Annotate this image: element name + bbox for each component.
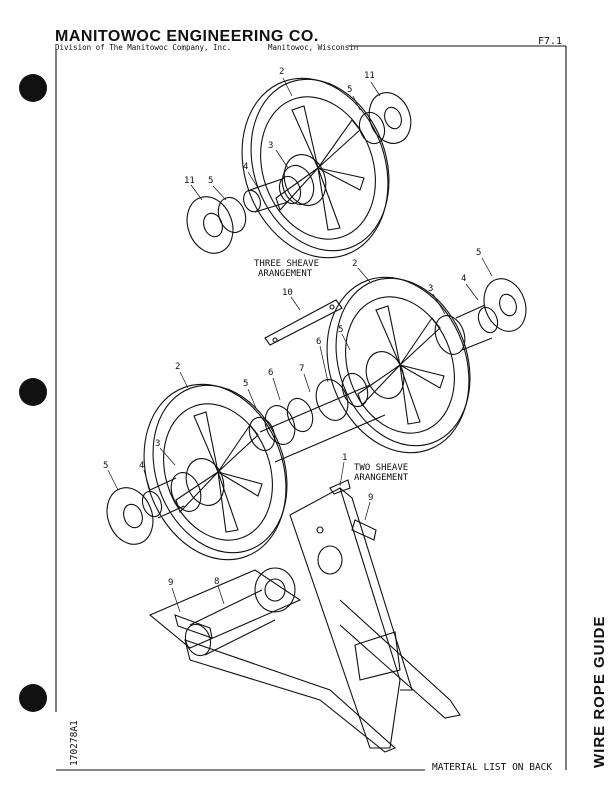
arrangement-captions: THREE SHEAVE ARANGEMENT TWO SHEAVE ARANG… (254, 259, 409, 483)
callout-5-three-right: 5 (347, 85, 352, 95)
callout-9-right: 9 (368, 493, 373, 503)
callout-5-three-left: 5 (208, 176, 213, 186)
callout-leaders (107, 77, 493, 613)
callout-9-left: 9 (168, 578, 173, 588)
city-line: Manitowoc, Wisconsin (268, 43, 359, 52)
caption-two-sheave-line2: ARANGEMENT (354, 473, 409, 483)
callout-3-two-left: 3 (155, 439, 160, 449)
callout-5-two-far-left: 5 (103, 461, 108, 471)
callout-6-two-left: 6 (268, 368, 273, 378)
caption-three-sheave-line1: THREE SHEAVE (254, 259, 319, 269)
binder-hole-bottom (19, 684, 47, 712)
callout-numbers: 2 5 11 3 4 5 11 2 5 4 3 10 5 6 2 5 6 7 3… (103, 67, 481, 588)
bracket-part-10 (264, 299, 343, 346)
callout-6-two-mid: 6 (316, 337, 321, 347)
callout-4-two-right: 4 (461, 274, 466, 284)
page-frame (55, 45, 567, 771)
callout-10: 10 (282, 288, 293, 298)
page-number: F7.1 (538, 36, 563, 47)
material-list-note: MATERIAL LIST ON BACK (432, 762, 553, 773)
callout-2-two-right: 2 (352, 259, 357, 269)
callout-11-three-right: 11 (364, 71, 375, 81)
binder-hole-middle (19, 378, 47, 406)
caption-three-sheave-line2: ARANGEMENT (258, 269, 313, 279)
binder-hole-top (19, 74, 47, 102)
company-name: MANITOWOC ENGINEERING CO. (55, 28, 319, 45)
callout-3-three: 3 (268, 141, 273, 151)
callout-4-three: 4 (243, 162, 248, 172)
three-sheave-assembly (186, 77, 412, 259)
base-frame (148, 479, 461, 753)
callout-8: 8 (214, 577, 219, 587)
callout-1: 1 (342, 453, 347, 463)
callout-2-two-left: 2 (175, 362, 180, 372)
callout-5-two-right: 5 (476, 248, 481, 258)
callout-4-two-left: 4 (139, 461, 144, 471)
callout-5-two-left: 5 (243, 379, 248, 389)
callout-5-two-mid: 5 (338, 325, 343, 335)
callout-7: 7 (299, 364, 304, 374)
callout-3-two-right: 3 (428, 284, 433, 294)
caption-two-sheave-line1: TWO SHEAVE (354, 463, 408, 473)
two-sheave-assembly (106, 276, 527, 561)
division-line: Division of The Manitowoc Company, Inc. (55, 43, 232, 52)
callout-11-three-left: 11 (184, 176, 195, 186)
callout-2-three: 2 (279, 67, 284, 77)
